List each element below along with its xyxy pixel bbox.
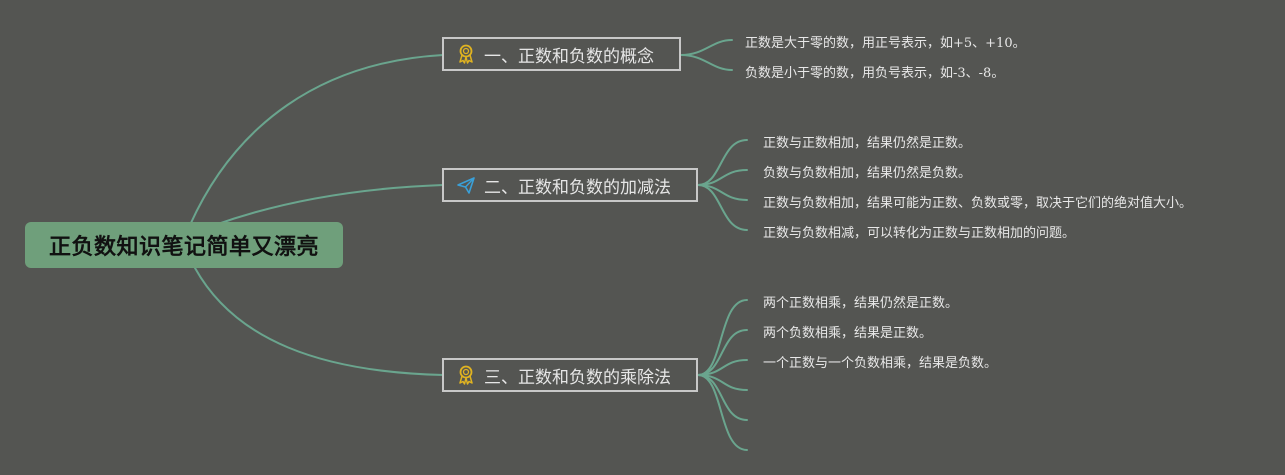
connector-b3-leaf-1 (697, 299, 748, 376)
connector-b2-leaf-4 (697, 184, 748, 231)
connector-root-branch-2 (214, 184, 444, 226)
leaf-topic[interactable]: 正数是大于零的数，用正号表示，如+5、+10。 (745, 36, 1026, 51)
leaf-topic[interactable]: 负数与负数相加，结果仍然是负数。 (763, 166, 972, 181)
award-medal-icon (456, 365, 476, 385)
root-topic-label: 正负数知识笔记简单又漂亮 (48, 235, 319, 260)
connector-b1-leaf-1 (680, 39, 733, 56)
leaf-topic[interactable]: 正数与负数相加，结果可能为正数、负数或零，取决于它们的绝对值大小。 (763, 196, 1193, 211)
leaf-topic[interactable]: 负数是小于零的数，用负号表示，如-3、-8。 (745, 66, 1005, 81)
leaf-topic[interactable]: 一个正数与一个负数相乘，结果是负数。 (763, 356, 998, 371)
root-topic[interactable]: 正负数知识笔记简单又漂亮 (25, 222, 343, 268)
connector-b1-leaf-2 (680, 54, 733, 71)
connector-root-branch-1 (189, 54, 444, 226)
connector-root-branch-3 (194, 267, 444, 376)
branch-label: 二、正数和负数的加减法 (484, 177, 671, 198)
branch-label: 一、正数和负数的概念 (484, 46, 654, 67)
branch-topic-concepts[interactable]: 一、正数和负数的概念 (442, 37, 681, 71)
award-medal-icon (456, 44, 476, 64)
branch-label: 三、正数和负数的乘除法 (484, 367, 671, 388)
leaf-topic[interactable]: 正数与负数相减，可以转化为正数与正数相加的问题。 (763, 226, 1076, 241)
connector-b3-leaf-6 (697, 374, 748, 451)
paper-plane-icon (456, 175, 476, 195)
leaf-topic[interactable]: 两个负数相乘，结果是正数。 (763, 326, 933, 341)
branch-topic-add-subtract[interactable]: 二、正数和负数的加减法 (442, 168, 698, 202)
branch-topic-multiply-divide[interactable]: 三、正数和负数的乘除法 (442, 358, 698, 392)
leaf-topic[interactable]: 两个正数相乘，结果仍然是正数。 (763, 296, 959, 311)
leaf-topic[interactable]: 正数与正数相加，结果仍然是正数。 (763, 136, 972, 151)
